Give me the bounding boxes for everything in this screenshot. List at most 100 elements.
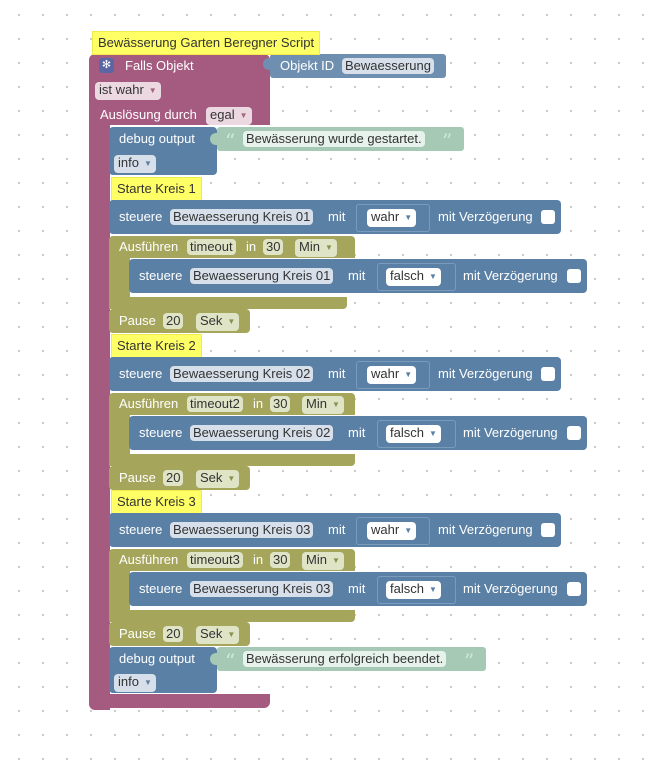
object-id-value[interactable]: Bewaesserung	[342, 58, 434, 74]
timeout-name-field[interactable]: timeout3	[187, 552, 243, 568]
value-block[interactable]: falsch▼	[377, 576, 456, 604]
debug-end-connector	[210, 653, 217, 665]
pause-label: Pause	[119, 626, 156, 641]
gear-icon[interactable]: ✻	[99, 58, 114, 73]
debug-end-level: info	[118, 674, 139, 689]
timeout-shape-bottom	[109, 454, 355, 466]
debug-start-text[interactable]: Bewässerung wurde gestartet.	[243, 131, 425, 147]
timeout-shape-spine	[109, 413, 130, 466]
run-label: Ausführen	[119, 396, 179, 411]
debug-start-connector	[210, 133, 217, 145]
chevron-down-icon: ▼	[404, 526, 413, 535]
debug-end-text[interactable]: Bewässerung erfolgreich beendet.	[243, 651, 447, 667]
duration-field[interactable]: 30	[270, 552, 291, 568]
on-value-dropdown[interactable]: wahr▼	[367, 366, 417, 384]
value-block[interactable]: wahr▼	[356, 361, 430, 389]
device-field[interactable]: Bewaesserung Kreis 02	[170, 366, 314, 382]
debug-start-level-dropdown[interactable]: info▼	[114, 155, 156, 173]
open-quote-icon: “	[225, 649, 236, 673]
timeout-shape-bottom	[109, 297, 347, 309]
run-label: Ausführen	[119, 552, 179, 567]
timeout-shape-spine	[109, 569, 130, 622]
off-value-dropdown[interactable]: falsch▼	[386, 581, 441, 599]
on-value: wahr	[371, 522, 400, 537]
pause-unit-dropdown[interactable]: Sek▼	[196, 626, 240, 644]
duration-unit-dropdown[interactable]: Min▼	[302, 552, 344, 570]
mit-label: mit	[328, 522, 346, 537]
in-label: in	[253, 396, 264, 411]
control-label: steuere	[139, 268, 183, 283]
device-field[interactable]: Bewaesserung Kreis 03	[170, 522, 314, 538]
object-id-connector	[263, 58, 270, 70]
timeout-name-field[interactable]: timeout2	[187, 396, 243, 412]
off-value: falsch	[390, 268, 424, 283]
value-block[interactable]: falsch ▼	[377, 263, 456, 291]
delay-label: mit Verzögerung	[463, 581, 558, 596]
device-field[interactable]: Bewaesserung Kreis 01	[190, 268, 334, 284]
pause-label: Pause	[119, 470, 156, 485]
trigger-mode-dropdown[interactable]: egal▼	[206, 107, 252, 125]
duration-unit-dropdown[interactable]: Min▼	[302, 396, 344, 414]
mit-label: mit	[348, 425, 366, 440]
control-label: steuere	[119, 366, 163, 381]
on-value-dropdown[interactable]: wahr ▼	[367, 522, 417, 540]
duration-field[interactable]: 30	[263, 239, 284, 255]
chevron-down-icon: ▼	[404, 213, 413, 222]
object-id-label: Objekt ID	[280, 58, 335, 73]
circuit-comment[interactable]: Starte Kreis 2	[111, 334, 202, 358]
pause-value-field[interactable]: 20	[163, 313, 184, 329]
device-field[interactable]: Bewaesserung Kreis 01	[170, 209, 314, 225]
delay-checkbox[interactable]	[541, 523, 555, 537]
off-value: falsch	[390, 581, 424, 596]
pause-value-field[interactable]: 20	[163, 626, 184, 642]
device-field[interactable]: Bewaesserung Kreis 02	[190, 425, 334, 441]
device-field[interactable]: Bewaesserung Kreis 03	[190, 581, 334, 597]
mit-label: mit	[348, 581, 366, 596]
value-block[interactable]: falsch ▼	[377, 420, 456, 448]
delay-checkbox[interactable]	[567, 582, 581, 596]
off-value-dropdown[interactable]: falsch ▼	[386, 268, 441, 286]
delay-label: mit Verzögerung	[463, 268, 558, 283]
pause-unit: Sek	[200, 313, 223, 328]
duration-unit-dropdown[interactable]: Min▼	[295, 239, 337, 257]
delay-checkbox[interactable]	[541, 210, 555, 224]
on-value-dropdown[interactable]: wahr▼	[367, 209, 417, 227]
chevron-down-icon: ▼	[428, 272, 437, 281]
delay-checkbox[interactable]	[567, 269, 581, 283]
control-label: steuere	[139, 581, 183, 596]
chevron-down-icon: ▼	[428, 429, 437, 438]
duration-unit: Min	[306, 396, 327, 411]
chevron-down-icon: ▼	[143, 159, 152, 168]
chevron-down-icon: ▼	[227, 630, 236, 639]
script-title-comment[interactable]: Bewässerung Garten Beregner Script	[92, 31, 321, 55]
close-quote-icon: ”	[442, 129, 453, 153]
timeout-name-field[interactable]: timeout	[187, 239, 236, 255]
pause-label: Pause	[119, 313, 156, 328]
circuit-comment[interactable]: Starte Kreis 3	[111, 490, 202, 514]
duration-field[interactable]: 30	[270, 396, 291, 412]
chevron-down-icon: ▼	[239, 111, 248, 120]
value-block[interactable]: wahr ▼	[356, 517, 430, 545]
off-value-dropdown[interactable]: falsch ▼	[386, 425, 441, 443]
off-value: falsch	[390, 425, 424, 440]
control-label: steuere	[139, 425, 183, 440]
debug-end-level-dropdown[interactable]: info▼	[114, 674, 156, 692]
debug-start-label: debug output	[119, 131, 195, 146]
value-block[interactable]: wahr▼	[356, 204, 430, 232]
circuit-comment[interactable]: Starte Kreis 1	[111, 177, 202, 201]
pause-unit-dropdown[interactable]: Sek▼	[196, 470, 240, 488]
pause-value-field[interactable]: 20	[163, 470, 184, 486]
chevron-down-icon: ▼	[404, 370, 413, 379]
condition-dropdown[interactable]: ist wahr▼	[95, 82, 161, 100]
delay-checkbox[interactable]	[541, 367, 555, 381]
control-label: steuere	[119, 209, 163, 224]
delay-label: mit Verzögerung	[463, 425, 558, 440]
condition-value: ist wahr	[99, 82, 144, 97]
delay-checkbox[interactable]	[567, 426, 581, 440]
trigger-label: Falls Objekt	[125, 58, 194, 73]
pause-unit-dropdown[interactable]: Sek▼	[196, 313, 240, 331]
duration-unit: Min	[306, 552, 327, 567]
control-label: steuere	[119, 522, 163, 537]
debug-end-label: debug output	[119, 651, 195, 666]
mit-label: mit	[328, 366, 346, 381]
